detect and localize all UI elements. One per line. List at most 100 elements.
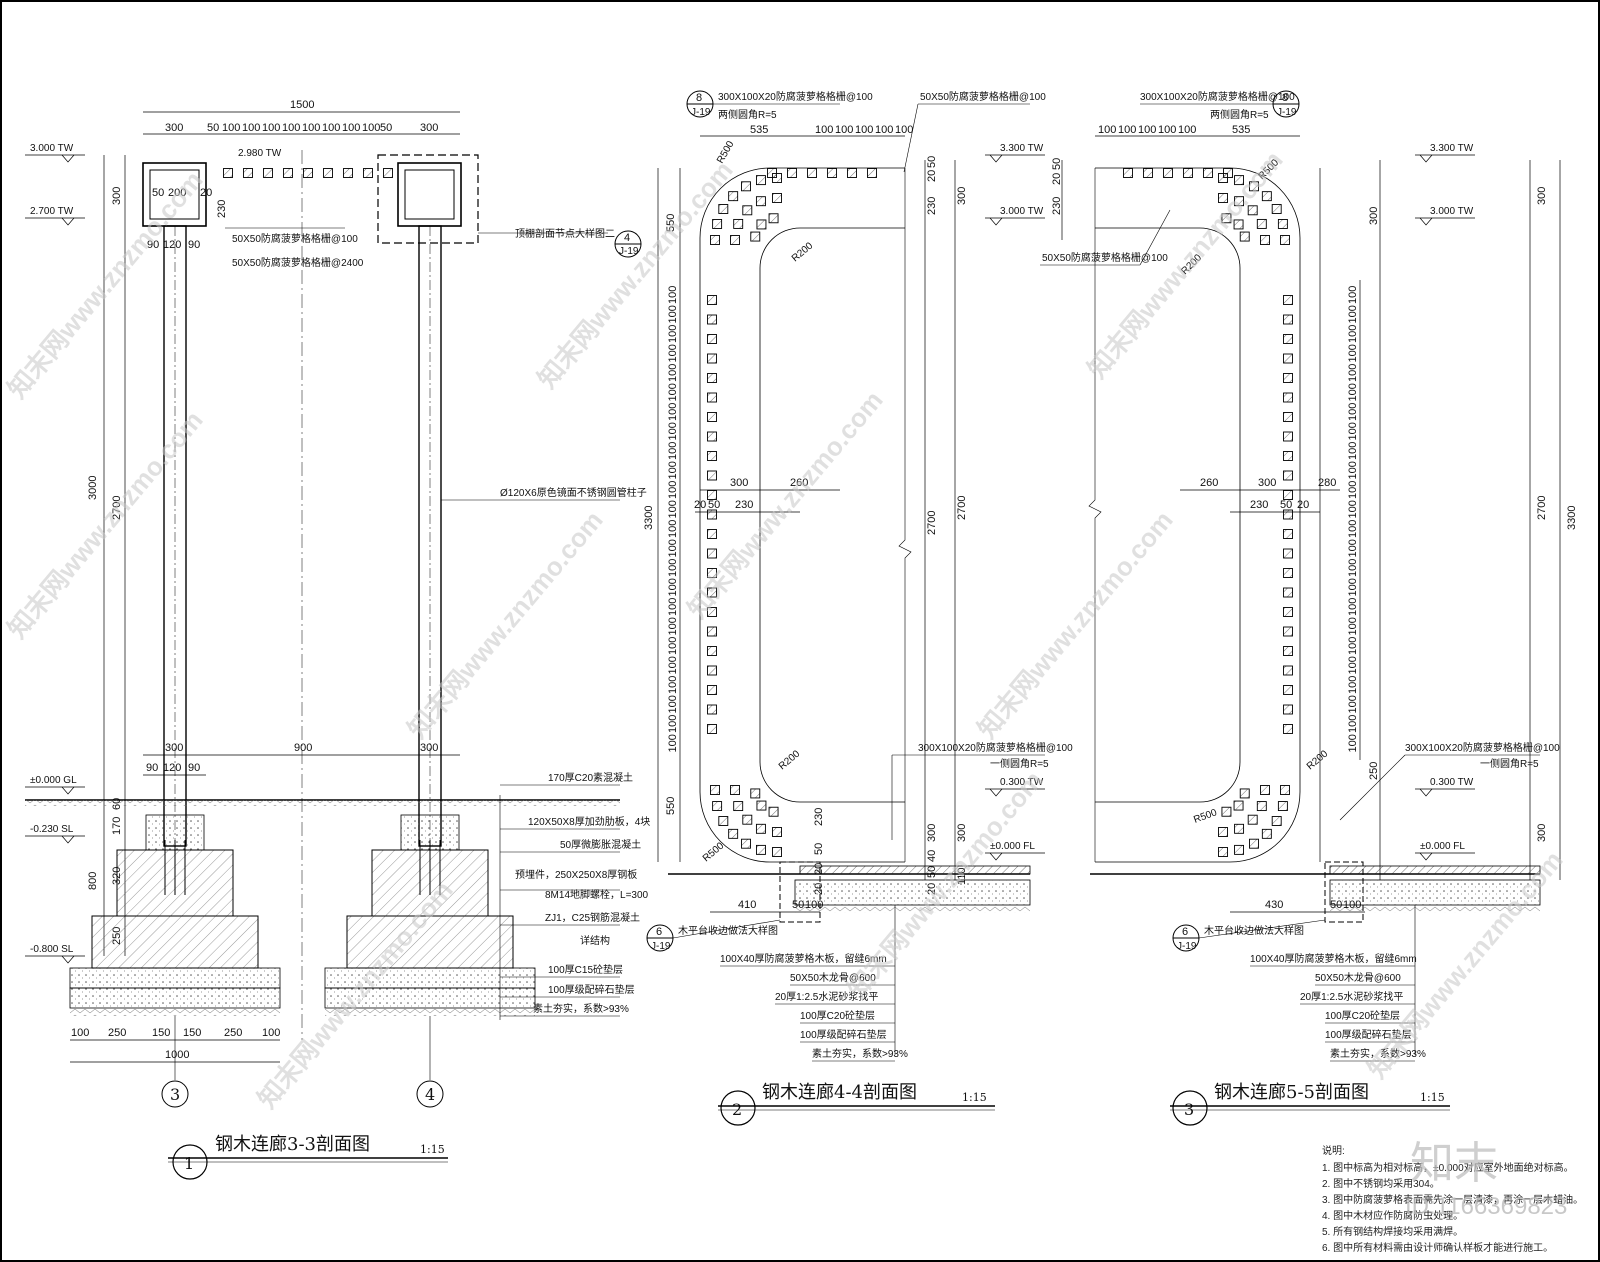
slat-section xyxy=(1283,626,1293,637)
note-line: 2. 图中不锈钢均采用304。 xyxy=(1322,1177,1440,1190)
slat-section xyxy=(742,205,753,216)
dim-text: 120 xyxy=(163,762,181,774)
dim-text: 100 xyxy=(1347,559,1359,577)
dim-text: 100 xyxy=(1347,715,1359,733)
dim-text: 100 xyxy=(667,734,679,752)
slat-section xyxy=(741,181,751,192)
dim-text: 100 xyxy=(1347,578,1359,596)
footing-right xyxy=(324,814,536,1016)
watermark-text: 知末网www.znzmo.com xyxy=(402,505,609,744)
slat-section xyxy=(1280,785,1290,795)
slat-section xyxy=(756,175,766,186)
roof-beam-right xyxy=(397,162,462,227)
callout-text: 50X50防腐菠萝格格栅@100 xyxy=(1042,251,1168,264)
level-label: ±0.000 GL xyxy=(30,775,77,786)
dim-text: 430 xyxy=(1265,899,1283,911)
level-label: 3.000 TW xyxy=(1000,206,1044,217)
slat-section xyxy=(1283,334,1293,344)
slat-section xyxy=(1277,219,1288,229)
slat-section xyxy=(750,231,761,242)
radius-label: R200 xyxy=(790,240,816,264)
dim-text: 800 xyxy=(87,872,99,890)
slat-section xyxy=(756,219,767,230)
dim-text: 300 xyxy=(420,122,438,134)
ref-number: 8 xyxy=(1282,92,1288,104)
dim-text: 20 xyxy=(1297,499,1309,511)
slat-section xyxy=(323,168,333,178)
dim-text: 300 xyxy=(1536,187,1548,205)
dim-text: 100 xyxy=(667,305,679,323)
section-3-3: 1500 300 50 100 100 100 100 100 100 100 … xyxy=(25,99,650,1180)
level-label: ±0.000 FL xyxy=(1420,841,1465,852)
dim-text: 100 xyxy=(1347,676,1359,694)
ref-number: 6 xyxy=(656,926,662,938)
layer-callouts: 100X40厚防腐菠萝格木板，留缝6mm 50X50木龙骨@600 20厚1:2… xyxy=(1250,905,1426,1062)
slat-section xyxy=(772,173,782,183)
dim-text: 100 xyxy=(667,695,679,713)
watermark-text: 知末网www.znzmo.com xyxy=(2,405,209,644)
section-5-5: 8 J-19 300X100X20防腐菠萝格格栅@100 两侧圆角R=5 50X… xyxy=(1040,90,1578,1126)
slat-section xyxy=(707,626,717,637)
slat-section xyxy=(1221,806,1232,817)
slat-section xyxy=(1261,828,1272,839)
slat-section xyxy=(707,724,717,734)
slat-section xyxy=(1283,587,1293,598)
dim-text: 100 xyxy=(1178,124,1196,136)
dim-text: 100 xyxy=(805,899,823,911)
slat-section xyxy=(707,587,717,598)
detail-callout-box xyxy=(1324,861,1364,923)
dim-text: 100 xyxy=(667,539,679,557)
dim-text: 100 xyxy=(667,442,679,460)
dim-text: 100 xyxy=(71,1027,89,1039)
dim-text: 100 xyxy=(302,122,320,134)
slat-section xyxy=(1249,181,1259,192)
slat-spacing-dims: 1001001001001001001001001001001001001001… xyxy=(1347,286,1359,753)
dim-text: 300 xyxy=(1368,207,1380,225)
slat-section xyxy=(1218,827,1228,837)
dim-text: 100 xyxy=(1347,481,1359,499)
slat-section xyxy=(768,806,779,817)
callout-text: 顶棚剖面节点大样图二 xyxy=(515,227,615,240)
slat-section xyxy=(1163,168,1173,178)
dim-text: 100 xyxy=(1347,403,1359,421)
slat-section xyxy=(383,168,393,178)
dim-text: 300 xyxy=(111,187,123,205)
slat-section xyxy=(1283,412,1293,422)
drawing-scale: 1:15 xyxy=(420,1143,445,1156)
slat-section xyxy=(710,235,720,245)
callout-text: 50X50木龙骨@600 xyxy=(790,971,876,984)
dim-text: 100 xyxy=(1347,734,1359,752)
slat-section xyxy=(707,470,717,481)
drawing-title-3: 3 钢木连廊5-5剖面图 1:15 xyxy=(1170,1082,1450,1126)
dim-text: 230 xyxy=(1051,197,1063,215)
slat-section xyxy=(1277,801,1288,811)
slat-section xyxy=(1247,205,1258,216)
dim-text: 100 xyxy=(1347,695,1359,713)
level-label: -0.230 SL xyxy=(30,824,74,835)
slat-section xyxy=(1283,490,1293,500)
slat-section xyxy=(707,412,717,422)
ref-number: 8 xyxy=(696,92,702,104)
watermark-text: 知末网www.znzmo.com xyxy=(1082,145,1289,384)
level-label: 3.000 TW xyxy=(1430,206,1474,217)
watermark-text: 知末网www.znzmo.com xyxy=(972,505,1179,744)
slat-spacing-dims: 1001001001001001001001001001001001001001… xyxy=(667,286,679,753)
callout-text: 20厚1:2.5水泥砂浆找平 xyxy=(1300,990,1403,1003)
dim-text: 230 xyxy=(216,200,228,218)
slat-section xyxy=(1234,844,1244,855)
level-label: 0.300 TW xyxy=(1000,777,1044,788)
dim-text: 100 xyxy=(667,481,679,499)
level-label: 2.980 TW xyxy=(238,148,282,159)
dim-text: 300 xyxy=(926,824,938,842)
dim-text: 100 xyxy=(1347,305,1359,323)
dim-text: 100 xyxy=(1347,539,1359,557)
drawing-title-2: 2 钢木连廊4-4剖面图 1:15 xyxy=(718,1082,995,1126)
dim-text: 300 xyxy=(730,477,748,489)
dim-text: 100 xyxy=(667,422,679,440)
callout-text: 详结构 xyxy=(580,934,610,947)
layer-callouts: 100X40厚防腐菠萝格木板，留缝6mm 50X50木龙骨@600 20厚1:2… xyxy=(720,905,908,1062)
slat-section xyxy=(741,838,751,849)
radius-label: R200 xyxy=(1305,748,1331,772)
dim-text: 100 xyxy=(667,286,679,304)
slat-section xyxy=(707,392,717,403)
